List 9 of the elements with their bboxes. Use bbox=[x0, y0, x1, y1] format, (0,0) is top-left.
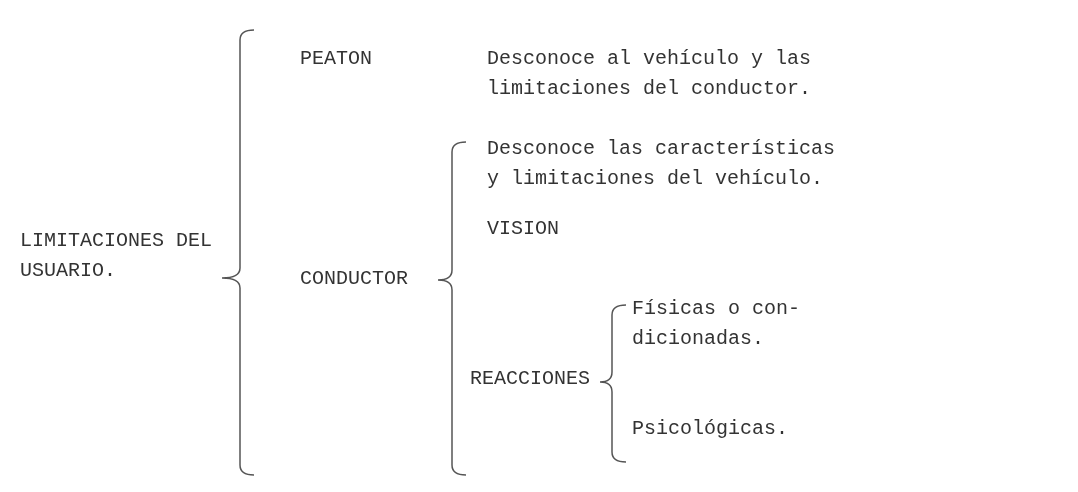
label-text: Físicas o con- dicionadas. bbox=[632, 297, 801, 350]
label-text: Desconoce las características y limitaciones del vehículo. bbox=[487, 137, 836, 190]
label-text: CONDUCTOR bbox=[300, 267, 409, 290]
label-text: Desconoce al vehículo y las limitaciones del conductor. bbox=[487, 47, 812, 100]
label-text: Psicológicas. bbox=[632, 417, 789, 440]
label-text: REACCIONES bbox=[470, 367, 591, 390]
label-text: PEATON bbox=[300, 47, 372, 70]
label-text: LIMITACIONES DEL USUARIO. bbox=[20, 229, 213, 282]
label-text: VISION bbox=[487, 217, 559, 240]
